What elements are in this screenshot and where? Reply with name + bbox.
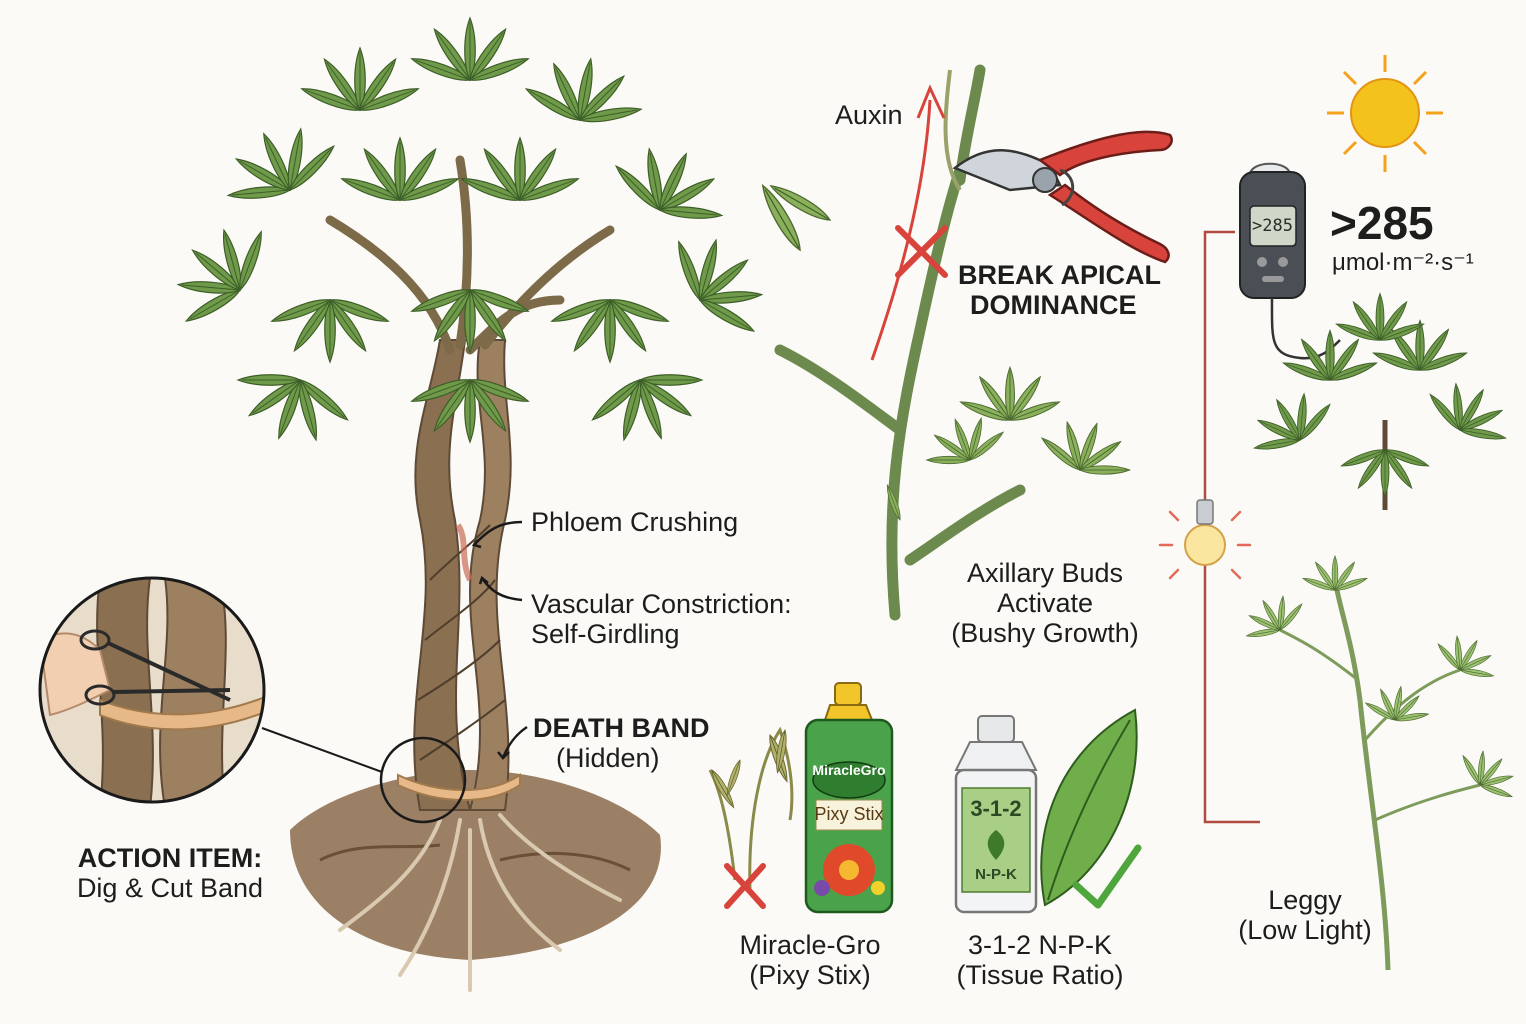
cut-x-mark xyxy=(895,225,948,278)
light-section xyxy=(1158,55,1526,971)
ppfd-value: >285 xyxy=(1330,197,1434,249)
light-meter-display: >285 xyxy=(1252,216,1293,236)
npk-bottle-text: N-P-K xyxy=(975,866,1017,883)
low-light-label: (Low Light) xyxy=(1238,915,1372,945)
auxin-arrow xyxy=(870,84,946,361)
pixy-stix-bottle-label: Pixy Stix xyxy=(814,804,884,824)
npk-ratio-bottle: 3-1-2 xyxy=(970,796,1022,821)
phloem-crushing-label: Phloem Crushing xyxy=(531,507,739,537)
leggy-plant xyxy=(1234,556,1526,971)
self-girdling-label: Self-Girdling xyxy=(531,619,680,649)
healthy-leaf xyxy=(1040,708,1138,907)
soil-mound xyxy=(290,770,661,960)
axillary-growth xyxy=(916,367,1142,490)
miracle-gro-bottle xyxy=(804,682,894,914)
roots xyxy=(338,813,622,992)
dig-cut-band-label: Dig & Cut Band xyxy=(76,873,264,903)
scissors-icon xyxy=(79,629,231,706)
good-check-icon xyxy=(1072,844,1142,909)
fertilizer-section xyxy=(708,682,1142,914)
death-band-label: DEATH BAND xyxy=(533,713,710,743)
miracle-gro-brand: MiracleGro xyxy=(812,762,886,778)
pruning-shears-icon xyxy=(952,130,1173,264)
action-item-inset xyxy=(38,576,266,804)
break-apical-label: BREAK APICAL xyxy=(958,260,1162,290)
money-tree xyxy=(154,18,786,992)
miracle-gro-label: Miracle-Gro xyxy=(739,930,881,960)
dominance-label: DOMINANCE xyxy=(970,290,1137,320)
pixy-stix-label: (Pixy Stix) xyxy=(749,960,871,990)
npk-bottle xyxy=(954,715,1038,914)
action-item-label: ACTION ITEM: xyxy=(77,843,263,873)
tissue-ratio-label: (Tissue Ratio) xyxy=(956,960,1124,990)
ppfd-unit: μmol·m⁻²·s⁻¹ xyxy=(1332,249,1474,276)
light-meter-icon xyxy=(1239,162,1341,360)
death-band-highlight xyxy=(379,736,467,824)
bushy-growth-label: (Bushy Growth) xyxy=(951,618,1139,648)
bushy-plant xyxy=(1238,294,1523,510)
leggy-label: Leggy xyxy=(1268,885,1342,915)
vascular-constriction-label: Vascular Constriction: xyxy=(531,589,792,619)
death-band xyxy=(397,773,521,801)
death-band-sublabel: (Hidden) xyxy=(556,743,660,773)
axillary-buds-label: Axillary Buds xyxy=(966,558,1124,588)
activate-label: Activate xyxy=(996,588,1094,618)
sun-icon xyxy=(1327,55,1443,172)
bad-x-icon xyxy=(724,863,766,909)
auxin-label: Auxin xyxy=(835,100,903,130)
light-bulb-icon xyxy=(1158,499,1252,580)
npk-label: 3-1-2 N-P-K xyxy=(967,930,1113,960)
phloem-damage xyxy=(455,523,473,582)
pruning-illustration xyxy=(756,64,1173,621)
